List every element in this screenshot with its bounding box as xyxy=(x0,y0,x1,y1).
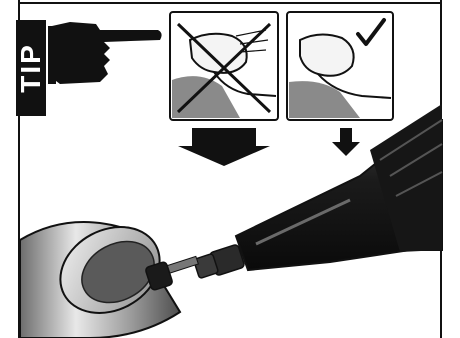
arrow-down-icon-small xyxy=(332,128,360,156)
arrow-down-icon-large xyxy=(178,128,270,166)
pointing-hand-icon xyxy=(48,22,162,84)
right-panel xyxy=(287,12,393,120)
rotary-tool xyxy=(145,104,442,291)
wrong-panel xyxy=(170,12,278,120)
